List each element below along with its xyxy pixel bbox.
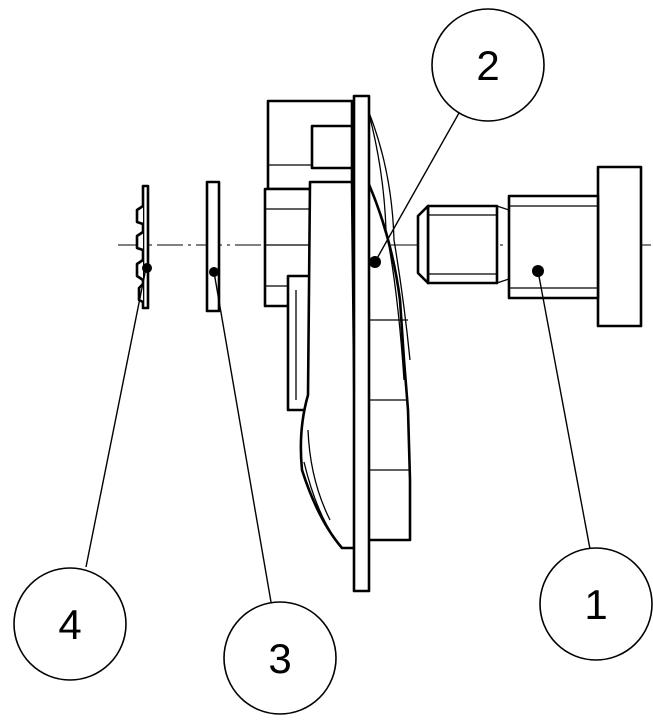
part-3-washer	[205, 180, 221, 313]
leader-dot-4	[142, 263, 152, 273]
callout-balloon-4: 4	[13, 567, 127, 681]
callout-label-4: 4	[58, 601, 81, 648]
part-4-clip	[135, 184, 150, 310]
leader-dot-1	[532, 265, 544, 277]
leader-dot-2	[369, 256, 381, 268]
leader-line-1	[537, 270, 591, 550]
callout-label-2: 2	[476, 42, 499, 89]
callout-label-1: 1	[584, 581, 607, 628]
leader-dot-3	[209, 267, 219, 277]
callout-balloon-2: 2	[431, 8, 545, 122]
leader-line-4	[85, 267, 147, 568]
leader-line-3	[213, 271, 272, 603]
callout-balloon-3: 3	[223, 601, 337, 715]
callout-label-3: 3	[268, 635, 291, 682]
callout-balloon-1: 1	[539, 547, 653, 661]
leader-line-2	[374, 112, 460, 263]
main-body-assembly	[263, 94, 412, 593]
part-1-shaft	[416, 165, 643, 328]
